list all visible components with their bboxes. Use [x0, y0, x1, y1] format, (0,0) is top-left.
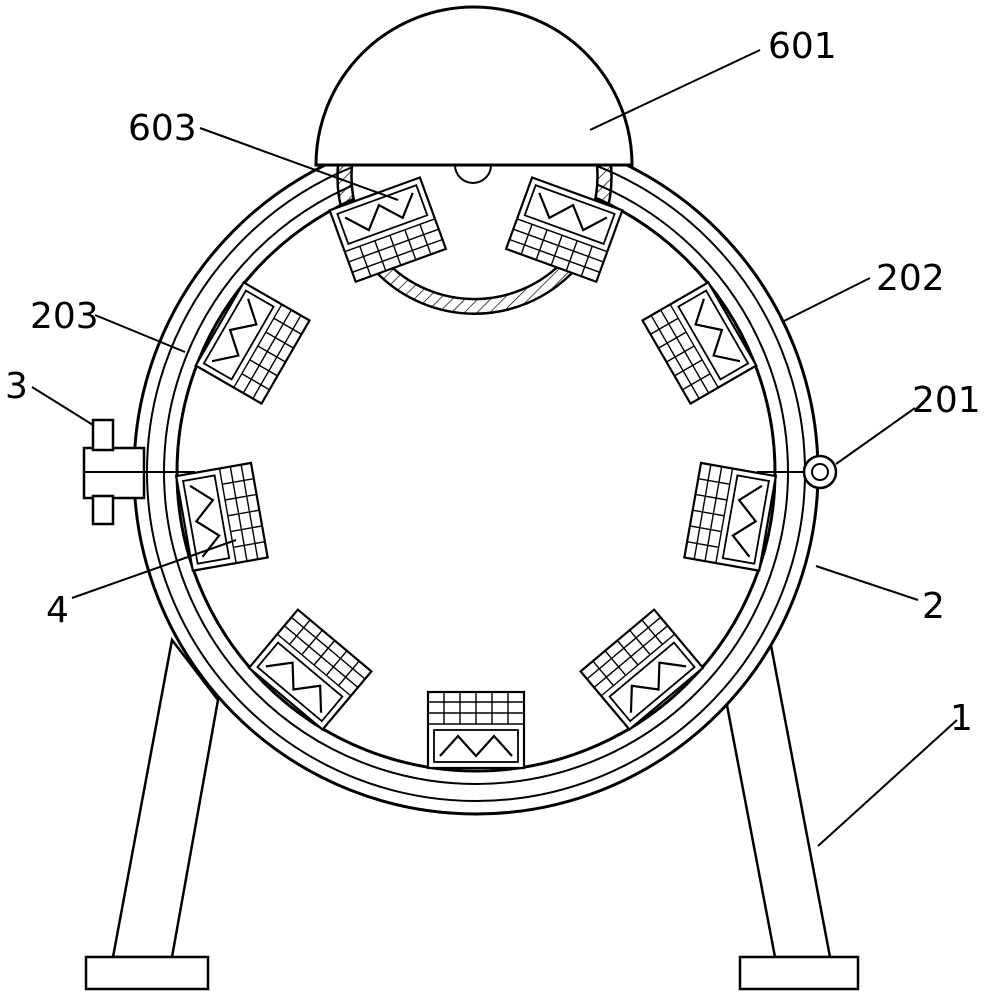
dome [314, 5, 634, 167]
grinding-pad [426, 690, 526, 770]
left-foot [84, 955, 210, 991]
pad-spring-housing [608, 641, 696, 723]
leader-4 [71, 539, 237, 599]
pad-spring-housing [182, 474, 231, 565]
pad-mesh [650, 304, 719, 399]
leader-201 [835, 407, 916, 465]
pad-mesh [428, 692, 524, 725]
pad-spring [211, 298, 258, 363]
label-203: 203 [30, 296, 99, 337]
pad-spring [344, 192, 414, 232]
clamp [82, 418, 146, 526]
leader-202 [781, 277, 871, 323]
wheel-shaft [454, 164, 492, 184]
pad-spring-housing [256, 641, 344, 723]
leader-3 [31, 386, 94, 426]
leader-1 [817, 719, 958, 847]
hinge-pin-inner [811, 463, 829, 481]
pad-spring [694, 298, 741, 363]
pad-spring-housing [336, 184, 429, 246]
pad-spring [538, 192, 608, 232]
grinding-pad [504, 176, 624, 284]
pad-spring-housing [433, 729, 519, 763]
pad-spring-housing [721, 474, 770, 565]
reference-numerals: 601 603 202 203 201 3 4 2 1 [5, 26, 981, 739]
leader-lines [31, 49, 958, 847]
grinding-pad [174, 461, 269, 572]
pad-mesh [218, 464, 266, 564]
leader-603 [199, 127, 399, 201]
pad-spring [629, 661, 687, 713]
pad-spring [189, 484, 221, 558]
dome-cover [314, 5, 634, 167]
pad-mesh [344, 218, 443, 277]
label-603: 603 [128, 108, 197, 149]
grinding-pad [683, 461, 778, 572]
leader-203 [94, 314, 186, 353]
support-legs [84, 636, 860, 991]
clamp-bolt-top [91, 418, 115, 452]
grinding-pad [194, 280, 312, 406]
grinding-pad [247, 608, 373, 732]
pad-mesh [509, 218, 608, 277]
label-3: 3 [5, 366, 28, 407]
left-leg [111, 637, 220, 959]
right-foot [738, 955, 860, 991]
label-202: 202 [876, 258, 945, 299]
grinding-pad [640, 280, 758, 406]
grinding-pad [328, 176, 448, 284]
label-2: 2 [922, 586, 945, 627]
label-1: 1 [950, 698, 973, 739]
pad-spring-housing [202, 289, 275, 381]
pad-spring [731, 484, 763, 558]
label-201: 201 [912, 380, 981, 421]
pad-spring-housing [523, 184, 616, 246]
hinge [802, 454, 838, 490]
label-601: 601 [768, 26, 837, 67]
clamp-bolt-bottom [91, 494, 115, 526]
pad-mesh [233, 304, 302, 399]
hinge-pin [802, 454, 838, 490]
pad-mesh [586, 616, 676, 697]
grinding-pad [579, 608, 705, 732]
pad-spring [265, 661, 323, 713]
pad-mesh [276, 616, 366, 697]
pad-spring [439, 734, 513, 758]
leader-601 [589, 49, 761, 131]
pad-spring-housing [677, 289, 750, 381]
grinding-pads [174, 176, 778, 770]
pad-mesh [686, 464, 734, 564]
label-4: 4 [46, 590, 69, 631]
leader-2 [815, 565, 919, 601]
